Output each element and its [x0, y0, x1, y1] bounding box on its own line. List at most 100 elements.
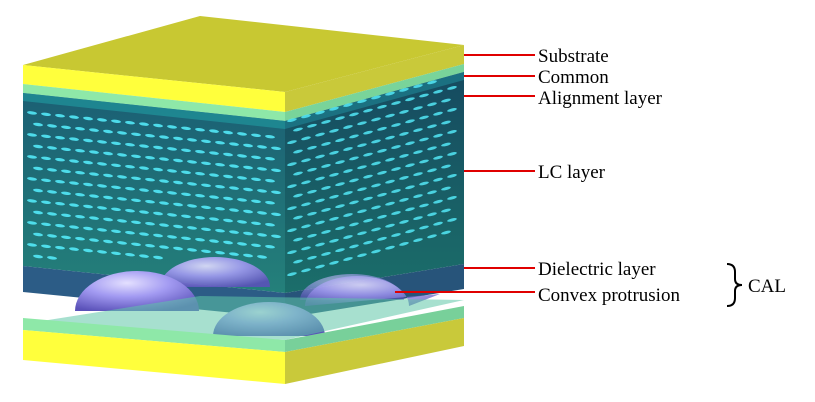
lc-molecule — [321, 142, 331, 146]
lc-molecule — [103, 195, 113, 200]
lc-molecule — [335, 182, 345, 187]
lc-molecule — [265, 178, 275, 183]
lc-molecule — [111, 163, 121, 168]
lc-molecule — [33, 188, 43, 193]
lc-molecule — [83, 160, 93, 165]
lc-molecule — [215, 250, 225, 255]
lc-molecule — [55, 201, 65, 206]
lc-molecule — [321, 208, 331, 212]
lc-molecule — [47, 256, 57, 260]
lc-molecule — [301, 114, 311, 119]
lc-molecule — [89, 150, 99, 154]
lc-molecule — [335, 204, 345, 209]
lc-molecule — [349, 244, 359, 249]
bottom-substrate-front — [23, 330, 285, 384]
lc-molecule — [257, 233, 267, 237]
lc-molecule — [187, 160, 197, 164]
lc-molecule — [433, 133, 443, 138]
lc-molecule — [97, 118, 107, 122]
lc-molecule — [271, 212, 281, 217]
lc-molecule — [287, 118, 297, 123]
lc-molecule — [399, 197, 409, 202]
lc-molecule — [271, 190, 281, 195]
lc-molecule — [61, 235, 71, 240]
lc-molecule — [223, 240, 233, 245]
lc-molecule — [447, 152, 457, 156]
lc-molecule — [427, 124, 437, 129]
lc-molecule — [343, 191, 353, 195]
label-convex-protrusion: Convex protrusion — [538, 285, 680, 306]
lc-molecule — [399, 153, 409, 158]
lc-molecule — [69, 203, 79, 207]
lc-molecule — [391, 211, 401, 215]
lc-molecule — [357, 121, 367, 126]
lc-layer-side — [285, 72, 464, 293]
lc-molecule — [293, 171, 303, 176]
lc-molecule — [55, 179, 65, 184]
lc-molecule — [167, 213, 177, 217]
lc-molecule — [27, 111, 37, 115]
lc-molecule — [433, 177, 443, 182]
lc-molecule — [69, 181, 79, 185]
lc-molecule — [349, 134, 359, 139]
lc-molecule — [377, 236, 387, 241]
lc-molecule — [343, 213, 353, 217]
cal-brace — [726, 263, 743, 307]
lc-molecule — [385, 223, 395, 228]
lc-molecule — [27, 199, 37, 203]
lc-molecule — [257, 211, 267, 215]
lc-molecule — [427, 102, 437, 107]
lc-molecule — [89, 128, 99, 132]
lc-molecule — [111, 119, 121, 124]
lc-molecule — [125, 208, 135, 213]
lc-molecule — [357, 253, 367, 258]
lc-molecule — [363, 196, 373, 201]
lc-molecule — [61, 213, 71, 218]
lc-molecule — [61, 147, 71, 152]
lc-molecule — [391, 167, 401, 171]
lc-molecule — [195, 149, 205, 154]
lc-molecule — [145, 199, 155, 204]
lc-molecule — [307, 167, 317, 172]
lc-molecule — [125, 120, 135, 125]
lc-molecule — [307, 123, 317, 128]
lc-molecule — [237, 242, 247, 246]
lc-molecule — [315, 154, 325, 159]
label-lc-layer: LC layer — [538, 162, 606, 183]
lc-molecule — [117, 197, 127, 201]
lc-molecule — [329, 106, 339, 111]
lc-molecule — [399, 131, 409, 136]
lc-molecule — [215, 206, 225, 211]
lc-molecule — [441, 186, 451, 191]
lc-molecule — [349, 178, 359, 183]
lc-molecule — [441, 164, 451, 169]
lc-molecule — [125, 142, 135, 147]
lc-molecule — [181, 170, 191, 175]
lc-molecule — [329, 128, 339, 133]
lc-molecule — [223, 130, 233, 135]
lc-molecule — [307, 145, 317, 150]
lc-molecule — [201, 227, 211, 232]
lc-molecule — [69, 137, 79, 141]
lc-molecule — [111, 185, 121, 190]
lc-molecule — [357, 99, 367, 104]
lc-molecule — [405, 163, 415, 168]
lc-molecule — [139, 210, 149, 214]
lc-molecules — [27, 80, 457, 277]
lc-molecule — [41, 222, 51, 227]
lc-molecule — [41, 200, 51, 205]
lc-molecule — [377, 170, 387, 175]
lc-molecule — [209, 239, 219, 243]
lc-molecule — [321, 230, 331, 234]
lc-molecule — [195, 171, 205, 176]
lc-molecule — [447, 108, 457, 112]
lc-molecule — [145, 177, 155, 182]
lc-molecule — [343, 257, 353, 261]
lc-molecule — [117, 219, 127, 223]
lc-molecule — [75, 126, 85, 131]
lc-molecule — [385, 245, 395, 250]
lc-molecule — [371, 249, 381, 254]
bottom-electrode-front — [23, 318, 285, 352]
lc-molecule — [83, 138, 93, 143]
lc-molecule — [243, 231, 253, 236]
